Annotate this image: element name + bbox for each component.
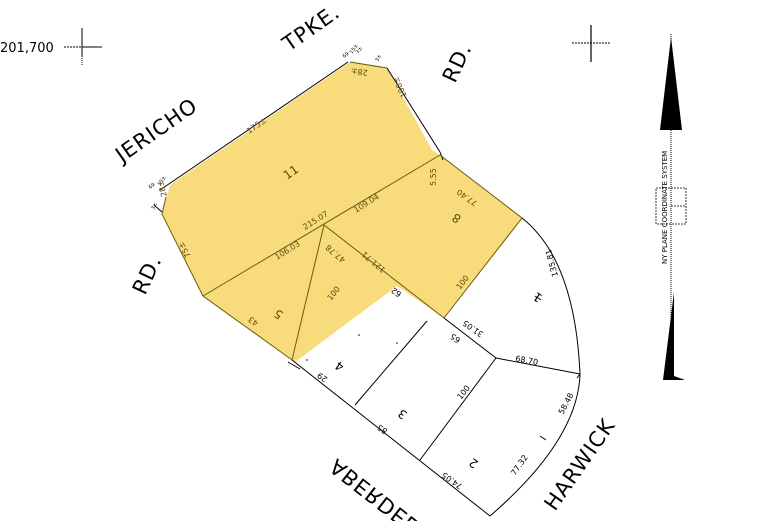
svg-text:69: 69 [148,182,157,191]
lot-4: 4 [332,358,346,374]
street-aberdeen: ABERDEEN [325,454,437,521]
coordinate-system-label: NY PLANE COORDINATE SYSTEM [661,151,669,264]
svg-text:3±: 3± [355,46,364,55]
svg-text:68.70: 68.70 [515,354,539,367]
svg-text:5.55: 5.55 [429,168,438,186]
north-arrow: NY PLANE COORDINATE SYSTEM [655,34,687,380]
svg-text:15±: 15± [157,175,168,187]
survey-ticks [306,295,547,441]
street-rd-top: RD. [438,39,477,86]
coordinate-marker-right [572,25,610,62]
shaded-lot-lines [161,61,523,361]
street-rd-left: RD. [128,251,167,298]
svg-text:3±: 3± [374,54,383,63]
lot-3: 3 [395,406,409,422]
svg-text:58.48: 58.48 [557,391,576,415]
svg-text:69: 69 [342,51,351,60]
svg-text:29: 29 [316,371,330,384]
svg-text:85: 85 [376,423,390,436]
street-tpke: TPKE. [277,0,344,57]
frontage-lines [153,61,444,213]
svg-text:31.05: 31.05 [461,318,485,339]
lot-lines [287,217,581,517]
corner-marks: 69 15± 3± 3± 69 15± 3± [148,43,383,211]
street-harwick: HARWICK [539,414,620,515]
svg-text:28±: 28± [351,67,369,77]
svg-text:3±: 3± [150,202,159,211]
north-arrow-head-icon [660,37,682,130]
lot-2: 2 [466,455,480,471]
svg-text:100: 100 [455,384,472,402]
svg-text:77.32: 77.32 [509,453,530,477]
svg-text:135.81: 135.81 [544,248,560,277]
svg-text:28±: 28± [156,179,169,198]
svg-text:65: 65 [449,332,463,345]
lot-1: 1 [530,289,544,305]
coordinate-marker-left: 201,700 [0,28,102,66]
svg-text:74.05: 74.05 [440,470,464,491]
south-arrow-tail-icon [663,292,685,380]
shaded-parcels [162,62,523,362]
street-jericho: JERICHO [109,93,202,168]
coordinate-label: 201,700 [0,41,54,56]
svg-text:15±: 15± [349,43,360,55]
